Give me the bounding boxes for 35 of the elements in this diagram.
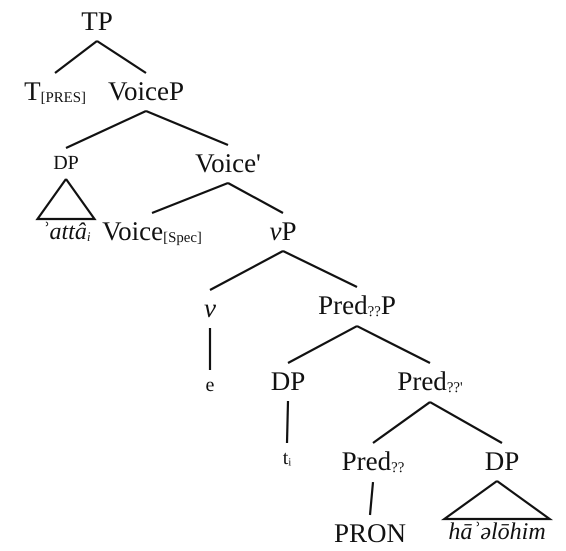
tree-node-label: v [204,295,216,322]
tree-node-label: ʾattâ$_{i}$ [42,220,90,244]
tree-branch [54,40,98,74]
tree-branch [209,250,284,291]
tree-branch [356,325,430,364]
tree-node-label: DP [53,153,79,173]
tree-branch [429,401,503,444]
tree-node-label: DP [270,368,306,395]
tree-branch [372,401,431,444]
triangle-branch [35,177,97,220]
tree-node-label: Pred$_{??}$P [318,292,396,320]
tree-node-label: Pred$_{??}$ [342,448,404,476]
tree-branch [286,400,290,444]
tree-branch [282,250,358,288]
tree-branch [227,182,284,214]
tree-branch [152,182,228,214]
tree-node-label: T$_{[PRES]}$ [24,78,86,106]
tree-node-label: Pred$_{??'}$ [397,368,463,396]
tree-branch [287,325,358,364]
tree-node-label: VoiceP [108,78,184,105]
tree-branch [66,110,146,149]
tree-branch [368,482,374,516]
tree-node-label: vP [270,218,296,245]
tree-node-label: e [206,375,214,395]
tree-node-label: t$_{i}$ [282,448,292,469]
tree-node-label: TP [81,8,113,35]
tree-node-label: Voice$_{[Spec]}$ [102,218,202,246]
tree-node-label: hāʾəlōhim [448,520,546,544]
tree-node-label: DP [484,448,520,475]
tree-branch [146,110,228,146]
tree-node-label: PRON [334,520,406,547]
tree-branch [208,328,212,370]
tree-node-label: Voice' [195,150,261,177]
triangle-branch [440,480,554,520]
tree-branch [96,40,147,74]
